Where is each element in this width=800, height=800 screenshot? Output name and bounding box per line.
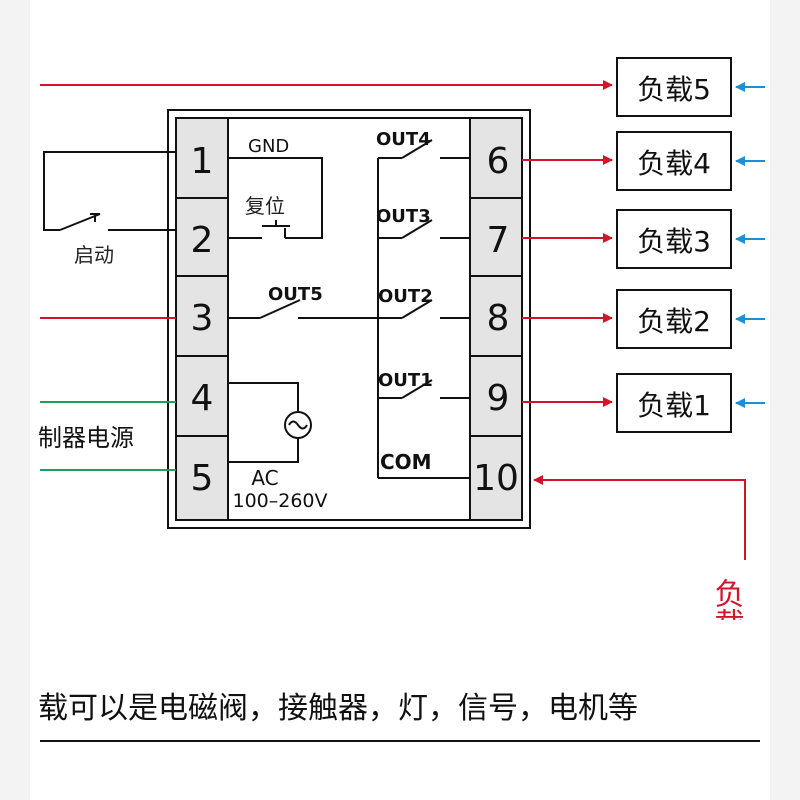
out3-label: OUT3 [376,206,431,227]
caption-text: 载可以是电磁阀，接触器，灯，信号，电机等 [38,691,638,726]
com-label: COM [380,450,432,474]
ac-source [228,382,312,463]
out2-label: OUT2 [378,286,433,307]
terminal-7-label: 7 [487,220,510,261]
load-3-label: 负载3 [637,225,711,258]
terminal-4-label: 4 [191,378,214,419]
load-2-label: 负载2 [637,305,711,338]
load-4-box [616,131,732,191]
gnd-label: GND [248,136,289,157]
out4-label: OUT4 [376,129,431,150]
terminal-10-label: 10 [473,458,519,499]
terminal-1-label: 1 [191,141,214,182]
blue-input-arrows [735,82,765,408]
bottom-load-label-clip: 负载 [709,578,744,638]
out5-label: OUT5 [268,284,323,305]
bottom-load-label: 负载 [709,578,744,638]
ac-range-label: 100–260V [232,490,327,512]
start-switch [43,151,176,231]
load-1-box [616,373,732,433]
reset-circuit [228,157,323,239]
load-boxes: 负载5 负载4 负载3 负载2 负载1 [616,57,732,433]
terminal-5-label: 5 [191,458,214,499]
terminal-3-label: 3 [191,298,214,339]
external-left-wires [40,80,613,471]
left-terminal-strip: 1 2 3 4 5 [175,117,229,521]
load-2-box [616,289,732,349]
out5-switch [228,299,378,319]
relay-outputs [377,139,470,479]
load-4-label: 负载4 [637,147,711,180]
load-5-label: 负载5 [637,73,711,106]
load-5-box [616,57,732,117]
out1-label: OUT1 [378,370,433,391]
terminal-8-label: 8 [487,298,510,339]
load-3-box [616,209,732,269]
load-1-label: 负载1 [637,389,711,422]
right-terminal-strip: 6 7 8 9 10 [469,117,523,521]
reset-label: 复位 [245,194,285,218]
power-label: 制器电源 [38,424,134,452]
start-label: 启动 [74,243,114,267]
output-wires [522,155,746,560]
terminal-6-label: 6 [487,141,510,182]
terminal-9-label: 9 [487,378,510,419]
terminal-2-label: 2 [191,220,214,261]
ac-label: AC [251,466,278,490]
